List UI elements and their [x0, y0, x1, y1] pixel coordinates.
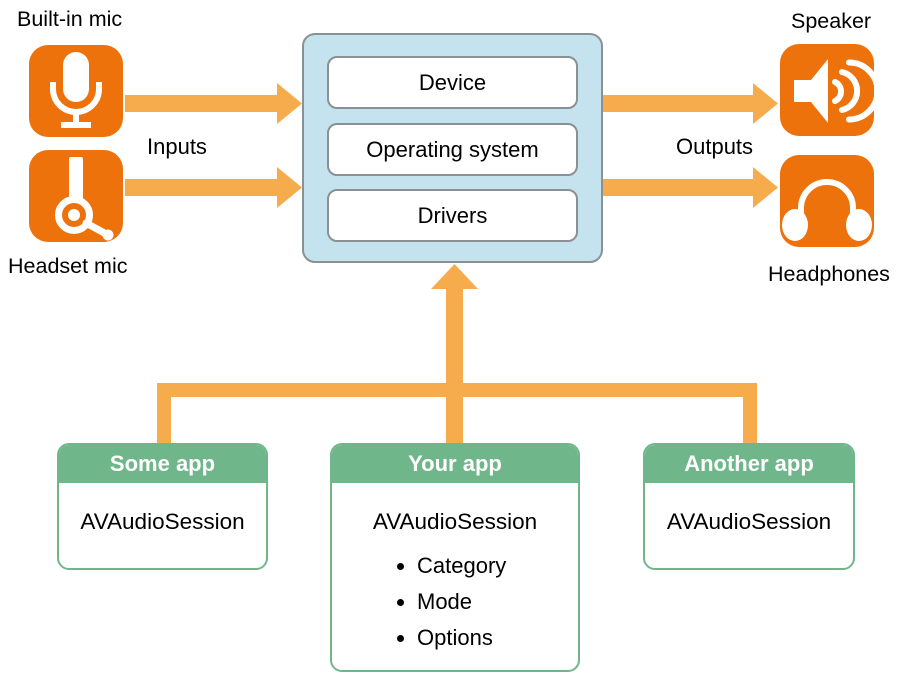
- builtin-mic-badge: [29, 45, 123, 137]
- session-up-arrow: [431, 264, 478, 445]
- layer-operating-system: Operating system: [327, 123, 578, 176]
- app-title: Some app: [59, 445, 266, 483]
- layer-device: Device: [327, 56, 578, 109]
- system-box: Device Operating system Drivers: [302, 33, 603, 263]
- speaker-icon: [794, 59, 874, 123]
- label-outputs: Outputs: [676, 134, 754, 159]
- app-box-your-app: Your app AVAudioSession Category Mode Op…: [330, 443, 580, 672]
- list-item-options: Options: [417, 620, 578, 656]
- label-built-in-mic: Built-in mic: [17, 7, 123, 31]
- session-config-list: Category Mode Options: [332, 548, 578, 656]
- session-class-label: AVAudioSession: [666, 509, 832, 534]
- output-arrow-top: [603, 83, 778, 124]
- microphone-icon: [50, 52, 102, 128]
- speaker-badge: [780, 44, 874, 136]
- list-item-mode: Mode: [417, 584, 578, 620]
- headphones-icon: [782, 179, 872, 241]
- app-title: Another app: [645, 445, 853, 483]
- headphones-badge: [780, 155, 874, 247]
- headset-mic-icon: [55, 157, 114, 241]
- label-speaker: Speaker: [791, 9, 872, 33]
- label-headset-mic: Headset mic: [8, 254, 128, 278]
- label-inputs: Inputs: [147, 134, 207, 159]
- label-headphones: Headphones: [768, 262, 890, 286]
- apps-connector: [157, 383, 757, 445]
- session-class-label: AVAudioSession: [372, 509, 538, 534]
- input-arrow-top: [125, 83, 302, 124]
- headset-mic-badge: [29, 150, 123, 242]
- list-item-category: Category: [417, 548, 578, 584]
- app-box-some-app: Some app AVAudioSession: [57, 443, 268, 570]
- app-box-another-app: Another app AVAudioSession: [643, 443, 855, 570]
- session-class-label: AVAudioSession: [80, 509, 245, 534]
- layer-drivers: Drivers: [327, 189, 578, 242]
- app-title: Your app: [332, 445, 578, 483]
- input-arrow-bottom: [125, 167, 302, 208]
- output-arrow-bottom: [603, 167, 778, 208]
